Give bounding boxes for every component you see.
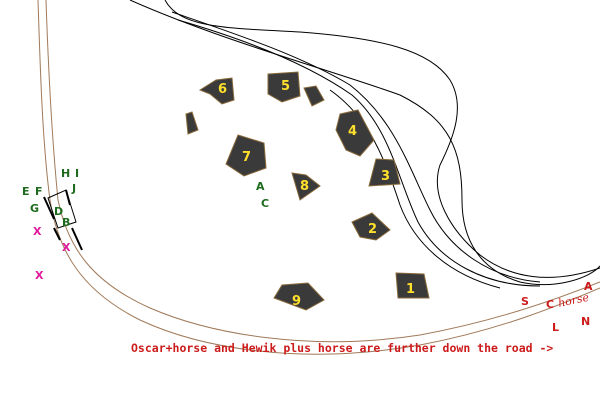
marker-x-1: X bbox=[33, 225, 42, 238]
terrain-line-ridge-a bbox=[171, 11, 541, 283]
label-horse: horse bbox=[557, 291, 591, 310]
roadside-structure bbox=[43, 189, 83, 251]
building-number-6: 6 bbox=[218, 82, 227, 97]
building-9[interactable] bbox=[273, 282, 325, 311]
terrain-line-ridge-b bbox=[177, 19, 541, 287]
building-6b[interactable] bbox=[185, 111, 199, 135]
structure-wall-low-right bbox=[71, 227, 83, 251]
building-number-3: 3 bbox=[381, 169, 390, 184]
label-j: J bbox=[71, 182, 76, 195]
structure-wall-low-left bbox=[53, 227, 61, 241]
label-c: C bbox=[261, 197, 269, 210]
building-numbers: 1 2 3 4 5 6 7 8 9 bbox=[218, 79, 415, 309]
road-edge-inner bbox=[45, 0, 600, 343]
label-f: F bbox=[35, 185, 43, 198]
structure-wall-right bbox=[65, 189, 71, 206]
building-number-5: 5 bbox=[281, 79, 290, 94]
label-g: G bbox=[30, 202, 39, 215]
green-labels: E F G H I J D B A C bbox=[22, 167, 269, 229]
label-c-red: C bbox=[546, 298, 554, 311]
structure-wall-top bbox=[43, 196, 55, 220]
building-number-4: 4 bbox=[348, 124, 357, 139]
building-5[interactable] bbox=[267, 71, 301, 103]
building-number-2: 2 bbox=[368, 222, 377, 237]
magenta-markers: X X X bbox=[33, 225, 71, 282]
label-e: E bbox=[22, 185, 30, 198]
road-edge-outer bbox=[37, 0, 600, 355]
building-1[interactable] bbox=[395, 272, 430, 299]
label-s: S bbox=[521, 295, 529, 308]
label-h: H bbox=[61, 167, 70, 180]
label-i: I bbox=[75, 167, 79, 180]
terrain-line-inner bbox=[164, 0, 600, 278]
terrain-lines bbox=[129, 0, 600, 289]
label-a-red: A bbox=[584, 280, 593, 293]
building-2[interactable] bbox=[351, 212, 391, 241]
structure-outline bbox=[47, 189, 77, 229]
label-d: D bbox=[54, 205, 63, 218]
building-number-1: 1 bbox=[406, 282, 415, 297]
building-7[interactable] bbox=[225, 134, 267, 177]
marker-x-3: X bbox=[35, 269, 44, 282]
building-6[interactable] bbox=[198, 77, 235, 105]
building-4[interactable] bbox=[335, 109, 375, 157]
building-8[interactable] bbox=[291, 172, 321, 201]
building-number-8: 8 bbox=[300, 179, 309, 194]
building-3[interactable] bbox=[368, 158, 401, 187]
red-labels: S C horse A L N bbox=[521, 280, 593, 334]
label-a: A bbox=[256, 180, 265, 193]
marker-x-2: X bbox=[62, 241, 71, 254]
building-number-9: 9 bbox=[292, 294, 301, 309]
map-caption: Oscar+horse and Hewik plus horse are fur… bbox=[131, 341, 553, 355]
label-l: L bbox=[552, 321, 559, 334]
road bbox=[37, 0, 600, 355]
building-5b[interactable] bbox=[303, 85, 325, 107]
label-n: N bbox=[581, 315, 590, 328]
label-b: B bbox=[62, 216, 70, 229]
buildings bbox=[185, 71, 430, 311]
building-number-7: 7 bbox=[242, 150, 251, 165]
